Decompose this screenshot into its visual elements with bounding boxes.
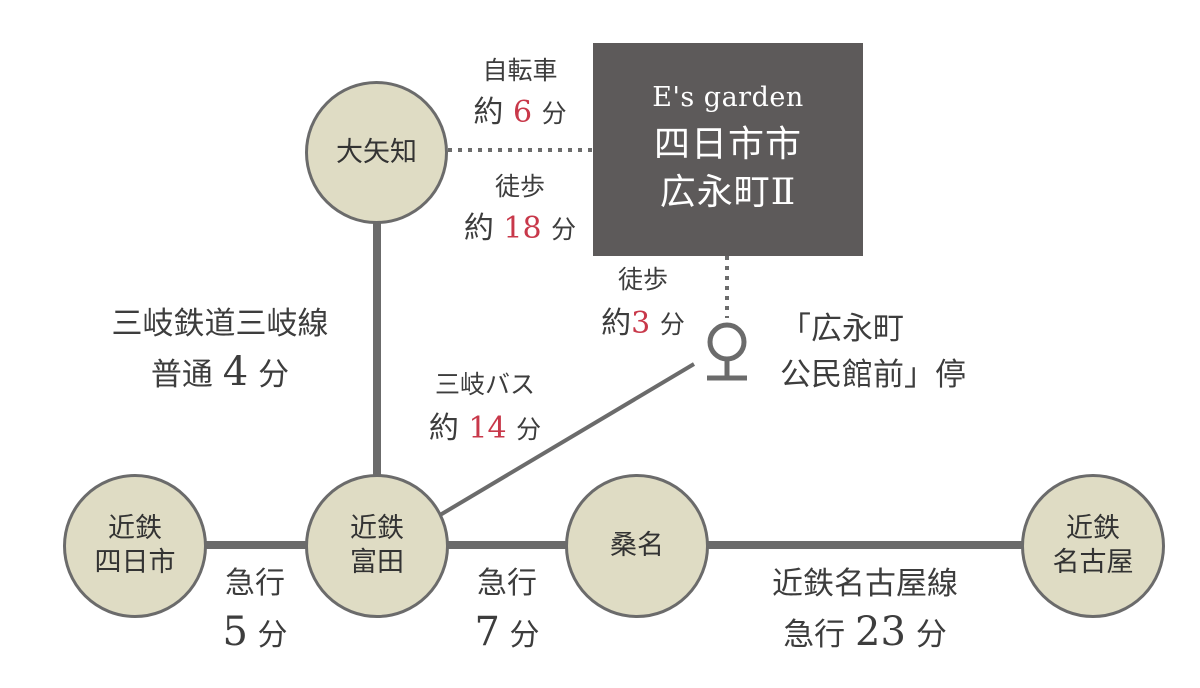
station-label-line2: 富田 [350, 547, 404, 578]
destination-box: E's garden 四日市市 広永町Ⅱ [593, 43, 863, 256]
station-kuwana-label: 桑名 [610, 530, 664, 562]
destination-address: 四日市市 広永町Ⅱ [654, 121, 802, 216]
sangi-line-time: 普通 4 分 [150, 349, 290, 395]
walk-oyachi-time-label: 徒歩 約 18 分 [440, 166, 600, 251]
sangi-bus-time: 約 14 分 [428, 411, 542, 446]
bike-time: 約 6 分 [473, 95, 567, 130]
sangi-line-label: 三岐鉄道三岐線 普通 4 分 [70, 300, 370, 399]
station-kintetsu-tomida: 近鉄 富田 [305, 474, 449, 618]
yokkaichi-tomida-label: 急行 5 分 [200, 560, 310, 660]
station-label-line1: 近鉄 [350, 513, 404, 545]
station-label-line2: 四日市 [94, 547, 176, 578]
destination-brand: E's garden [652, 82, 804, 114]
walk-bus-time-label: 徒歩 約3 分 [578, 258, 708, 347]
station-label-line1: 近鉄 [108, 513, 162, 545]
destination-address-line2: 広永町Ⅱ [659, 172, 797, 213]
walk-bus-time: 約3 分 [601, 306, 685, 341]
tomida-kuwana-label: 急行 7 分 [452, 560, 562, 660]
station-label-line1: 近鉄 [1066, 513, 1120, 545]
nagoya-line-time: 急行 23 分 [783, 609, 947, 655]
station-kuwana: 桑名 [565, 474, 709, 618]
station-oyachi-label: 大矢知 [336, 136, 417, 168]
destination-address-line1: 四日市市 [653, 124, 802, 166]
sangi-bus-label: 三岐バス 約 14 分 [405, 363, 565, 452]
station-kintetsu-nagoya: 近鉄 名古屋 [1021, 474, 1165, 618]
station-label-line2: 名古屋 [1052, 547, 1134, 578]
yokkaichi-tomida-time: 5 分 [222, 609, 288, 655]
sangi-bus-route [433, 362, 696, 520]
tomida-kuwana-time: 7 分 [474, 609, 540, 655]
nagoya-line-label: 近鉄名古屋線 急行 23 分 [720, 560, 1010, 659]
bike-time-label: 自転車 約 6 分 [447, 50, 593, 135]
bus-stop-icon [707, 322, 747, 381]
walk-oyachi-time: 約 18 分 [463, 211, 577, 246]
bus-stop-name: 「広永町 公民館前」停 [780, 311, 966, 393]
station-oyachi: 大矢知 [305, 81, 448, 224]
station-kintetsu-yokkaichi: 近鉄 四日市 [63, 474, 207, 618]
